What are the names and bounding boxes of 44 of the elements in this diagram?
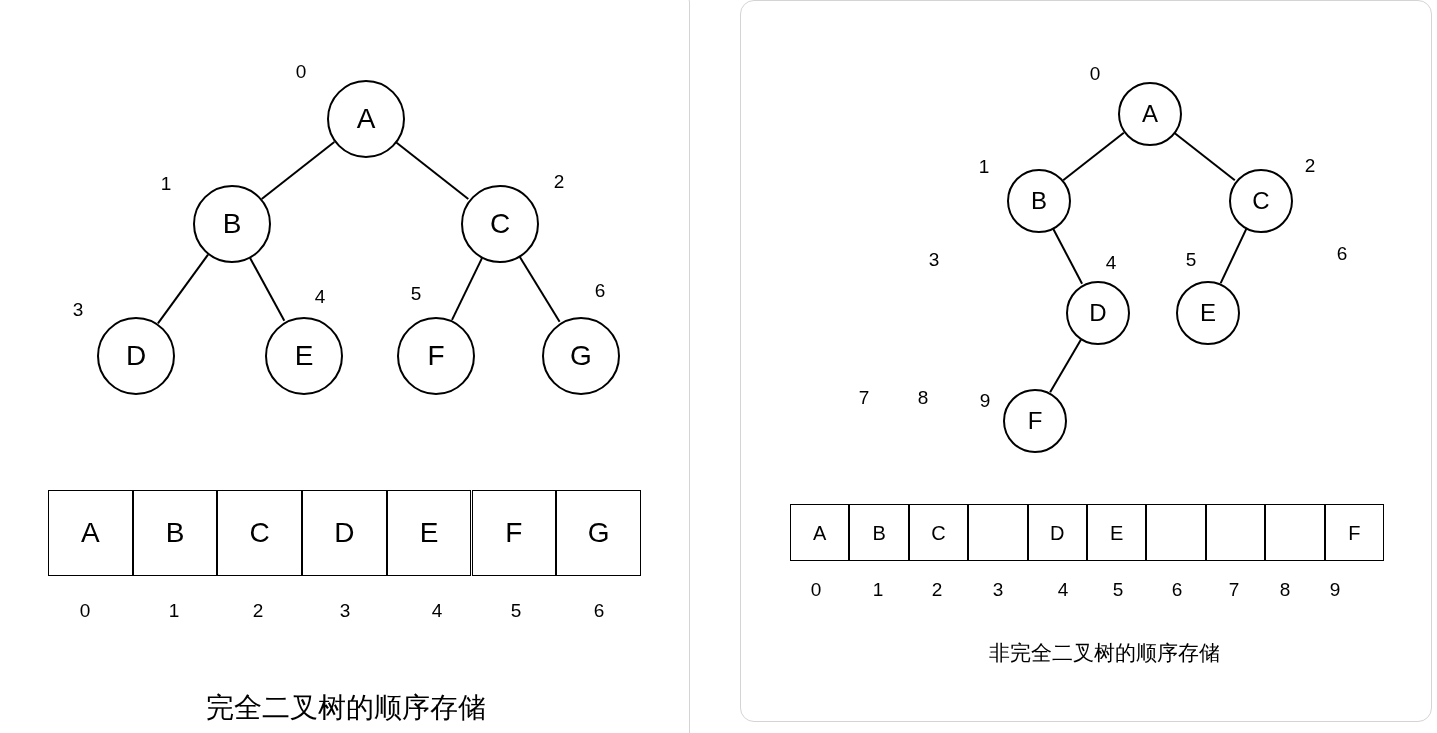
- index-number: 2: [553, 171, 565, 191]
- index-number: 4: [314, 286, 326, 306]
- panel-heading: 非完全二叉树的顺序存储: [988, 640, 1220, 668]
- index-number: 3: [992, 579, 1004, 599]
- index-number: 0: [295, 61, 307, 81]
- index-number: 7: [1228, 579, 1240, 599]
- tree-edge: [518, 255, 561, 323]
- index-number: 7: [858, 387, 870, 407]
- panel-heading: 完全二叉树的顺序存储: [206, 690, 486, 726]
- index-number: 9: [1329, 579, 1341, 599]
- index-number: 2: [1304, 155, 1316, 175]
- index-number: 1: [168, 600, 180, 620]
- index-number: 4: [431, 600, 443, 620]
- tree-edge: [394, 141, 470, 200]
- index-number: 0: [1089, 63, 1101, 83]
- index-number: 5: [410, 283, 422, 303]
- index-number: 6: [1171, 579, 1183, 599]
- tree-edge: [248, 256, 286, 322]
- index-number: 5: [1185, 249, 1197, 269]
- index-number: 4: [1105, 252, 1117, 272]
- index-number: 6: [594, 280, 606, 300]
- tree-edge: [1173, 131, 1236, 182]
- index-number: 0: [79, 600, 91, 620]
- index-number: 8: [917, 387, 929, 407]
- index-number: 5: [1112, 579, 1124, 599]
- index-number: 4: [1057, 579, 1069, 599]
- panel-card: [740, 0, 1432, 722]
- index-number: 3: [72, 299, 84, 319]
- tree-edge: [156, 253, 210, 325]
- tree-edge: [1062, 131, 1125, 182]
- index-number: 1: [978, 156, 990, 176]
- index-number: 3: [339, 600, 351, 620]
- index-number: 8: [1279, 579, 1291, 599]
- index-number: 1: [160, 173, 172, 193]
- index-number: 5: [510, 600, 522, 620]
- index-number: 0: [810, 579, 822, 599]
- tree-edge: [260, 141, 336, 200]
- index-number: 1: [872, 579, 884, 599]
- index-number: 6: [593, 600, 605, 620]
- index-number: 2: [252, 600, 264, 620]
- index-number: 3: [928, 249, 940, 269]
- index-number: 6: [1336, 243, 1348, 263]
- index-number: 2: [931, 579, 943, 599]
- index-number: 9: [979, 390, 991, 410]
